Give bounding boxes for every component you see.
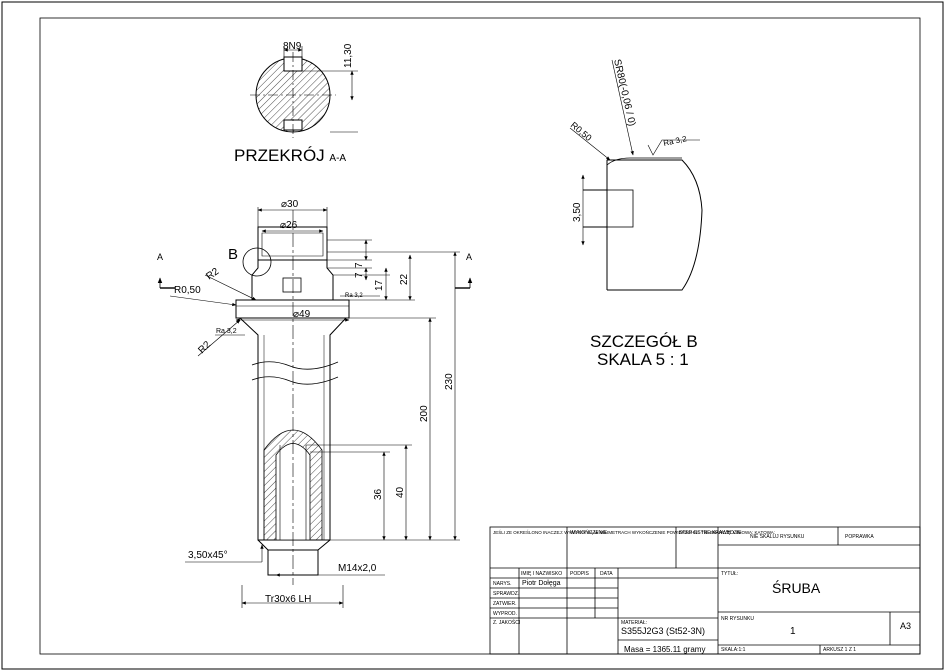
tb-format: A3 xyxy=(900,621,911,631)
dim-200: 200 xyxy=(419,405,430,422)
tb-deburr-label: STEP OSTRE KRAWĘDZIE xyxy=(679,530,742,536)
tb-drawn-name: Piotr Dołęga xyxy=(522,580,561,587)
tb-finish-label: WYKOŃCZENIE: xyxy=(570,529,609,536)
tb-col-name: IMIĘ I NAZWISKO xyxy=(521,571,562,577)
tb-row-checked: SPRAWDZ. xyxy=(493,591,519,597)
tb-row-approved: ZATWIER. xyxy=(493,601,517,607)
tb-row-mfg: WYPROD. xyxy=(493,611,517,617)
tb-material: S355J2G3 (St52-3N) xyxy=(621,626,705,636)
detail-sr-dim: SR80(-0,06 / 0) xyxy=(611,58,637,127)
tb-note: JEŚLI ZE OKREŚLONO INACZEJ: WYMIARY SĄ W… xyxy=(493,528,775,535)
detail-title: SZCZEGÓŁ B xyxy=(590,332,698,351)
dim-40: 40 xyxy=(395,486,406,498)
section-title-main: PRZEKRÓJ xyxy=(234,146,325,165)
dim-r2-top: R2 xyxy=(204,266,221,283)
ra-left: Ra 3,2 xyxy=(216,328,237,335)
detail-b-view xyxy=(569,59,703,291)
tb-scale-label: SKALA:1:1 xyxy=(721,647,746,653)
tb-sheet-label: ARKUSZ 1 Z 1 xyxy=(823,647,856,653)
tb-title-label: TYTUŁ: xyxy=(721,571,738,577)
dim-17: 17 xyxy=(374,279,385,291)
section-title: PRZEKRÓJ A-A xyxy=(234,146,346,165)
tb-material-label: MATERIAŁ: xyxy=(621,620,647,626)
dim-dia-49: ⌀49 xyxy=(293,309,311,320)
thread-trapezoidal: Tr30x6 LH xyxy=(265,594,311,605)
dim-r050: R0,50 xyxy=(174,285,201,296)
main-view xyxy=(157,207,473,608)
dim-230: 230 xyxy=(444,373,455,390)
section-a-a-view xyxy=(250,46,358,138)
tb-row-drawn: NARYS. xyxy=(493,581,512,587)
tb-revision-label: POPRAWKA xyxy=(845,534,874,540)
tb-col-sign: PODPIS xyxy=(570,571,590,577)
dim-22: 22 xyxy=(399,273,410,285)
depth-dim: 11,30 xyxy=(343,43,354,68)
detail-ra: Ra 3,2 xyxy=(663,134,688,148)
keyway-dim: 8N9 xyxy=(283,41,302,52)
tb-col-date: DATA xyxy=(600,571,613,577)
tb-drawing-no-label: NR RYSUNKU xyxy=(721,616,754,622)
dim-r2-bottom: R2 xyxy=(196,339,213,356)
section-mark-right: A xyxy=(466,252,472,262)
tb-title: ŚRUBA xyxy=(772,579,821,596)
dim-dia-26: ⌀26 xyxy=(280,220,298,231)
chamfer-dim: 3,50x45° xyxy=(188,550,228,561)
ra-mid: Ra 3,2 xyxy=(345,293,363,299)
detail-scale: SKALA 5 : 1 xyxy=(597,350,689,369)
detail-dim-350: 3,50 xyxy=(572,202,583,222)
dim-36: 36 xyxy=(373,488,384,500)
dim-7b: 7 xyxy=(354,272,365,278)
dim-dia-30: ⌀30 xyxy=(281,199,299,210)
tb-drawing-no: 1 xyxy=(790,626,796,637)
section-title-suffix: A-A xyxy=(329,153,346,164)
tb-no-scale-label: NIE SKALUJ RYSUNKU xyxy=(750,534,805,540)
dim-7a: 7 xyxy=(354,262,365,268)
inner-frame xyxy=(39,17,921,655)
tb-mass: Masa = 1365.11 gramy xyxy=(624,645,705,654)
tb-row-quality: Z. JAKOŚCI xyxy=(493,618,520,626)
thread-metric: M14x2,0 xyxy=(338,563,377,574)
title-block xyxy=(489,526,921,655)
section-mark-left: A xyxy=(157,252,163,262)
detail-r050: R0,50 xyxy=(569,120,594,143)
detail-callout-b: B xyxy=(228,246,238,263)
